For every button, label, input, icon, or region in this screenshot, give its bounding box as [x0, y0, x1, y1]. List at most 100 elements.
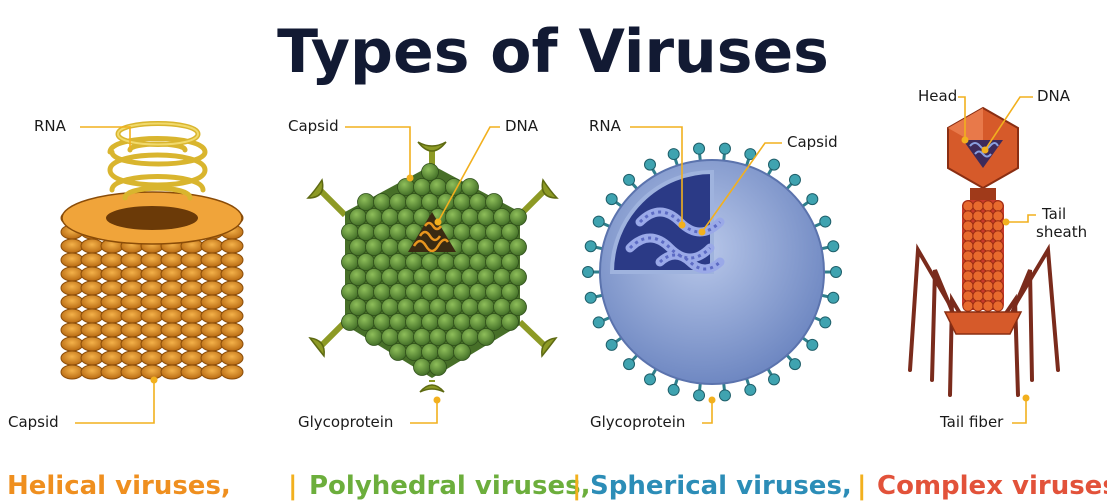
- capsomere: [390, 284, 407, 301]
- capsomere: [382, 209, 399, 226]
- capsomere-disc: [101, 281, 123, 295]
- capsomere: [438, 344, 455, 361]
- rna-helix-illustration: [110, 124, 205, 199]
- sheath-ring: [983, 231, 993, 241]
- capsomere-disc: [161, 267, 183, 281]
- capsomere: [454, 224, 471, 241]
- capsomere: [350, 209, 367, 226]
- separator: |: [857, 471, 867, 501]
- capsomere: [366, 329, 383, 346]
- capsomere: [406, 254, 423, 271]
- capsomere: [358, 194, 375, 211]
- capsomere: [398, 329, 415, 346]
- sheath-ring: [993, 221, 1003, 231]
- capsomere: [374, 254, 391, 271]
- sheath-ring: [983, 281, 993, 291]
- sheath-ring: [993, 301, 1003, 311]
- polyhedral-virus-panel: Capsid DNA Glycoprotein: [288, 117, 557, 431]
- capsomere: [446, 209, 463, 226]
- capsomere-disc: [161, 323, 183, 337]
- capsomere-disc: [221, 309, 243, 323]
- sheath-ring: [963, 261, 973, 271]
- capsomere-disc: [101, 351, 123, 365]
- capsomere: [478, 329, 495, 346]
- glycoprotein-spike: [694, 390, 705, 401]
- capsomere: [462, 179, 479, 196]
- capsomere-disc: [141, 253, 163, 267]
- capsomere-disc: [181, 337, 203, 351]
- capsomere-disc: [221, 281, 243, 295]
- capsomere: [462, 329, 479, 346]
- glycoprotein-spike: [694, 143, 705, 154]
- capsomere: [342, 224, 359, 241]
- capsomere: [350, 239, 367, 256]
- capsomere: [470, 194, 487, 211]
- capsomere: [510, 239, 527, 256]
- sheath-ring: [973, 211, 983, 221]
- label-glycoprotein: Glycoprotein: [298, 413, 393, 431]
- capsomere: [374, 194, 391, 211]
- capsomere: [414, 359, 431, 376]
- capsomere-disc: [121, 309, 143, 323]
- glycoprotein-spike: [820, 216, 831, 227]
- leader-dot: [709, 397, 716, 404]
- glycoprotein-spike: [585, 241, 596, 252]
- capsomere: [454, 284, 471, 301]
- capsomere-disc: [201, 281, 223, 295]
- glycoprotein-spike: [719, 143, 730, 154]
- capsomere: [502, 224, 519, 241]
- page-title: Types of Viruses: [277, 17, 829, 87]
- glycoprotein-spike: [807, 339, 818, 350]
- capsomere-disc: [81, 337, 103, 351]
- capsomere: [502, 284, 519, 301]
- sheath-ring: [993, 281, 1003, 291]
- capsomere-disc: [161, 281, 183, 295]
- capsomere: [374, 314, 391, 331]
- capsomere-disc: [201, 365, 223, 379]
- sheath-ring: [983, 271, 993, 281]
- glycoprotein-spike: [645, 159, 656, 170]
- capsomere: [422, 164, 439, 181]
- capsomere-disc: [141, 365, 163, 379]
- capsomere: [382, 299, 399, 316]
- leader-glycoprotein: [410, 400, 437, 423]
- capsomere-disc: [161, 253, 183, 267]
- sheath-ring: [973, 271, 983, 281]
- sheath-ring: [993, 211, 1003, 221]
- sheath-ring: [963, 231, 973, 241]
- capsomere: [358, 284, 375, 301]
- capsomere: [406, 344, 423, 361]
- capsomere: [502, 314, 519, 331]
- capsomere: [470, 314, 487, 331]
- capsomere-disc: [201, 239, 223, 253]
- glycoprotein-spike: [789, 359, 800, 370]
- sheath-ring: [963, 201, 973, 211]
- capsomere: [422, 344, 439, 361]
- capsomere-disc: [121, 323, 143, 337]
- leader-capsid: [75, 380, 154, 423]
- label-capsid: Capsid: [288, 117, 339, 135]
- capsomere: [358, 314, 375, 331]
- capsomere: [430, 359, 447, 376]
- capsomere-disc: [61, 267, 83, 281]
- capsomere: [390, 344, 407, 361]
- label-rna: RNA: [34, 117, 67, 135]
- leader-dot: [699, 229, 706, 236]
- sheath-ring: [993, 291, 1003, 301]
- capsomere: [478, 209, 495, 226]
- capsomere-disc: [181, 323, 203, 337]
- spherical-virus-panel: RNA Capsid Glycoprotein: [583, 117, 842, 431]
- capsomere-disc: [61, 253, 83, 267]
- capsomere-disc: [141, 267, 163, 281]
- label-dna: DNA: [505, 117, 539, 135]
- capsomere-disc: [81, 351, 103, 365]
- label-tail-fiber: Tail fiber: [939, 413, 1004, 431]
- capsomere: [502, 254, 519, 271]
- separator: |: [572, 471, 582, 501]
- capsomere-disc: [181, 351, 203, 365]
- capsomere: [374, 284, 391, 301]
- sheath-ring: [963, 241, 973, 251]
- capsomere: [486, 194, 503, 211]
- capsomere-disc: [141, 337, 163, 351]
- capsomere-disc: [81, 365, 103, 379]
